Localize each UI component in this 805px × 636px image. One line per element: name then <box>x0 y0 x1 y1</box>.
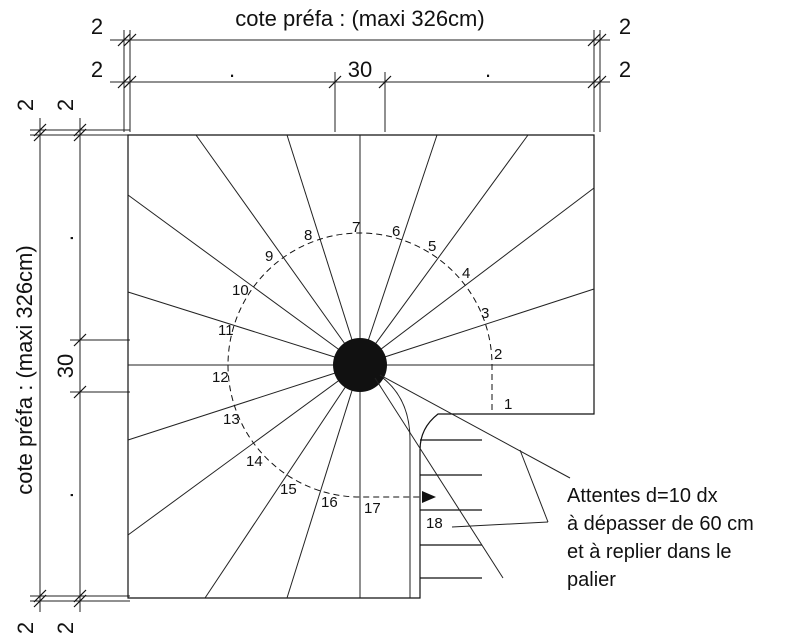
step-number: 16 <box>321 494 338 511</box>
tick <box>123 33 137 47</box>
rebar-stubs <box>420 439 482 579</box>
step-number: 13 <box>223 411 240 428</box>
step-line <box>204 364 361 599</box>
tick <box>73 385 87 399</box>
step-line <box>127 291 361 366</box>
tick <box>378 75 392 89</box>
step-numbers: 1 2 3 4 5 6 7 8 9 10 11 12 13 14 15 16 1… <box>212 219 512 532</box>
step-line <box>286 364 361 599</box>
tick <box>73 594 87 608</box>
tick <box>73 128 87 142</box>
tick <box>593 75 607 89</box>
tick <box>593 33 607 47</box>
top-left-2-a: 2 <box>91 14 103 39</box>
left-bottom-2-b: 2 <box>53 622 78 634</box>
step-number: 17 <box>364 500 381 517</box>
left-top-2-b: 2 <box>53 99 78 111</box>
top-left-2-b: 2 <box>91 57 103 82</box>
left-dot-bottom: . <box>53 492 78 498</box>
step-number: 6 <box>392 223 400 240</box>
annotation-line-1: Attentes d=10 dx <box>567 485 718 507</box>
step-line <box>127 364 361 536</box>
walking-line-arrow-icon <box>422 491 436 503</box>
step-number: 12 <box>212 369 229 386</box>
step-number: 11 <box>218 322 234 339</box>
top-dimension-label: cote préfa : (maxi 326cm) <box>235 6 484 31</box>
tick <box>587 33 601 47</box>
step-line-curve <box>359 364 411 598</box>
top-right-2-b: 2 <box>619 57 631 82</box>
step-number: 3 <box>481 305 489 322</box>
left-dot-top: . <box>53 235 78 241</box>
left-top-2-a: 2 <box>13 99 38 111</box>
left-dimension-label: cote préfa : (maxi 326cm) <box>12 245 37 494</box>
leader-line-2 <box>379 374 571 479</box>
step-number: 1 <box>504 396 512 413</box>
step-number: 14 <box>246 453 263 470</box>
left-30-label: 30 <box>53 354 78 378</box>
step-number: 18 <box>426 515 443 532</box>
left-dimensions: cote préfa : (maxi 326cm) 2 2 2 2 30 . . <box>12 99 130 634</box>
step-number: 8 <box>304 227 312 244</box>
tick <box>123 75 137 89</box>
step-line <box>286 134 361 366</box>
annotation-line-4: palier <box>567 569 616 591</box>
tick <box>73 589 87 603</box>
tick <box>117 33 131 47</box>
leader-line-3 <box>519 449 549 523</box>
tick <box>73 333 87 347</box>
annotation-line-3: et à replier dans le <box>567 541 732 563</box>
step-number: 2 <box>494 346 502 363</box>
step-line <box>195 134 361 366</box>
step-number: 9 <box>265 248 273 265</box>
tick <box>73 123 87 137</box>
top-dot-right: . <box>485 57 491 82</box>
tick <box>33 594 47 608</box>
step-number: 7 <box>352 219 360 236</box>
leader-line-1 <box>374 377 504 579</box>
step-line <box>127 194 361 366</box>
stair-outline <box>127 134 595 599</box>
step-line <box>359 187 595 366</box>
step-lines <box>127 134 595 599</box>
step-number: 5 <box>428 238 436 255</box>
annotation-line-2: à dépasser de 60 cm <box>567 513 754 535</box>
top-dimensions: cote préfa : (maxi 326cm) 2 2 2 2 30 . . <box>91 6 631 132</box>
step-line <box>359 134 529 366</box>
top-right-2-a: 2 <box>619 14 631 39</box>
step-line <box>359 288 595 366</box>
tick <box>33 128 47 142</box>
step-number: 10 <box>232 282 249 299</box>
left-bottom-2-a: 2 <box>13 622 38 634</box>
top-30-label: 30 <box>348 57 372 82</box>
annotation-block: Attentes d=10 dx à dépasser de 60 cm et … <box>567 485 754 591</box>
step-line <box>359 134 438 366</box>
newel-post <box>333 338 387 392</box>
tick <box>33 123 47 137</box>
tick <box>117 75 131 89</box>
walking-line <box>227 232 493 498</box>
top-dot-left: . <box>229 57 235 82</box>
step-number: 4 <box>462 265 470 282</box>
step-number: 15 <box>280 481 297 498</box>
tick <box>587 75 601 89</box>
tick <box>328 75 342 89</box>
leader-line-4 <box>451 521 549 528</box>
tick <box>33 589 47 603</box>
step-line <box>127 364 361 441</box>
